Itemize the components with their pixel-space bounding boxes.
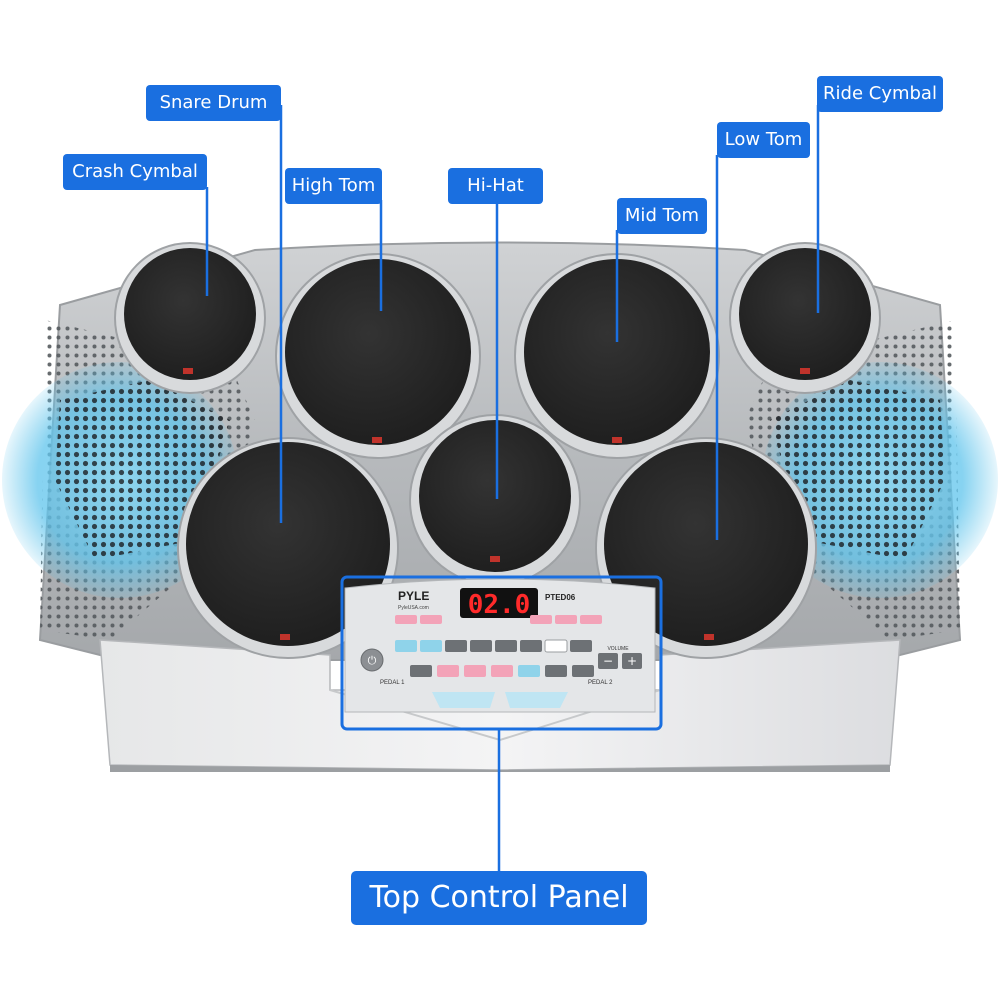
volume-up-button [622,653,642,669]
model-number: PTED06 [545,593,576,602]
low-tom-label: Low Tom [717,122,810,158]
brand-logo: PYLE [398,589,429,603]
lcd-readout: 02.0 [468,590,531,620]
button-row-1 [395,615,602,624]
ride-cymbal-label: Ride Cymbal [817,76,943,112]
high-tom-label: High Tom [285,168,382,204]
hi-hat-pad [409,414,581,586]
hi-hat-label: Hi-Hat [448,168,543,204]
plus-icon: + [627,654,637,668]
brand-website: PyleUSA.com [398,605,429,611]
pedal-1-pad [432,692,495,708]
power-button [360,648,384,672]
power-icon: ⏻ [368,654,377,667]
control-panel: 02.0 PYLE PyleUSA.com PTED06 ⏻ [344,578,656,713]
volume-label: VOLUME [607,646,629,652]
volume-down-button [598,653,618,669]
pedal-1-label: PEDAL 1 [380,680,405,686]
crash-cymbal-pad [114,242,266,394]
snare-drum-label: Snare Drum [146,85,281,121]
mid-tom-label: Mid Tom [617,198,707,234]
pedal-2-pad [505,692,568,708]
ride-cymbal-pad [729,242,881,394]
high-tom-pad [275,253,481,459]
lcd-display [460,588,538,618]
top-control-panel-label: Top Control Panel [351,871,647,925]
pedal-2-label: PEDAL 2 [588,680,613,686]
minus-icon: − [603,654,613,668]
control-panel-highlight [340,575,663,731]
button-row-3 [410,665,594,677]
callout-lines [205,105,820,872]
mid-tom-pad [514,253,720,459]
button-row-2 [395,639,592,653]
crash-cymbal-label: Crash Cymbal [63,154,207,190]
